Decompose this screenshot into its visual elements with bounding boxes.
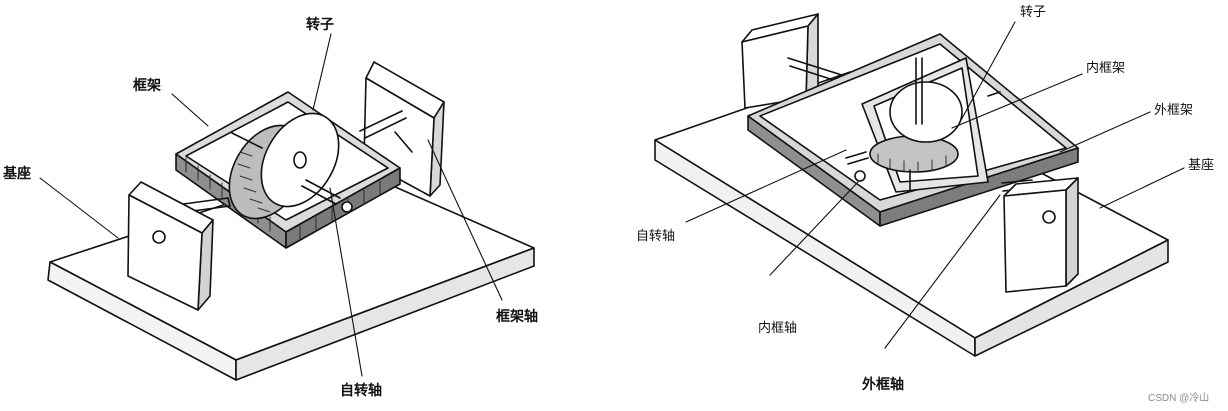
left-frame-axis-label: 框架轴: [496, 310, 538, 324]
left-frame-label: 框架: [133, 79, 161, 93]
left-gyroscope: [40, 34, 534, 380]
right-near-support: [1004, 178, 1078, 292]
right-outer-frame-label: 外框架: [1154, 104, 1193, 117]
right-inner-frame-label: 内框架: [1086, 62, 1125, 75]
right-base-label: 基座: [1188, 159, 1214, 172]
left-rotor-label: 转子: [306, 18, 334, 32]
right-outer-axis-label: 外框轴: [862, 378, 904, 392]
right-frame-hole: [855, 171, 865, 181]
right-inner-axis-label: 内框轴: [758, 322, 797, 335]
left-spin-axis-label: 自转轴: [340, 384, 382, 398]
watermark: CSDN @冷山: [1148, 389, 1209, 404]
left-base-label: 基座: [3, 167, 31, 181]
right-rotor-label: 转子: [1020, 6, 1046, 19]
left-frame-hole: [342, 202, 352, 212]
right-spin-axis-label: 自转轴: [636, 230, 675, 243]
